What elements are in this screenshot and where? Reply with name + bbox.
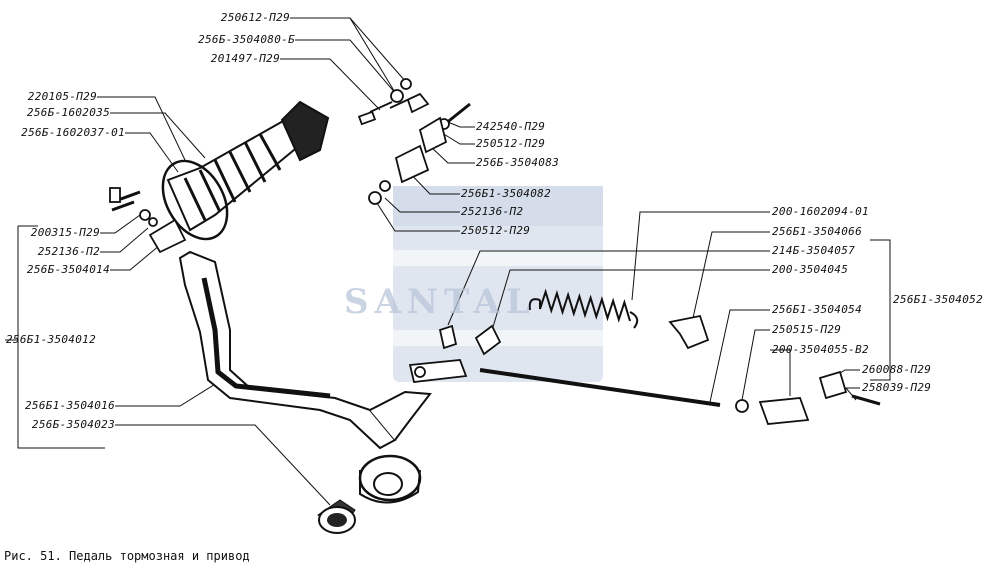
label-250515-p29: 250515-П29: [772, 323, 842, 336]
top-hardware: [357, 78, 471, 205]
label-200-1602094-01: 200-1602094-01: [772, 205, 869, 218]
label-256b1-3504082: 256Б1-3504082: [461, 187, 551, 200]
label-252136-p2-a: 252136-П2: [37, 245, 100, 258]
brake-pedal-lever: [178, 250, 432, 504]
label-256b1-3504066: 256Б1-3504066: [772, 225, 862, 238]
label-256b1-3504012: 256Б1-3504012: [6, 333, 96, 346]
label-242540-p29: 242540-П29: [476, 120, 546, 133]
label-256b1-3504052: 256Б1-3504052: [893, 293, 983, 306]
label-250612-p29: 250612-П29: [220, 11, 290, 24]
label-201497-p29: 201497-П29: [210, 52, 280, 65]
label-256b-1602037-01: 256Б-1602037-01: [21, 126, 125, 139]
bolts-left: [109, 187, 187, 254]
label-200-3504045: 200-3504045: [772, 263, 849, 276]
watermark-text: SANTAL: [344, 282, 536, 322]
label-258039-p29: 258039-П29: [862, 381, 932, 394]
return-spring: [528, 288, 639, 329]
pedal-pad: [280, 100, 330, 162]
label-200315-p29: 200315-П29: [30, 226, 100, 239]
label-260088-p29: 260088-П29: [862, 363, 932, 376]
label-252136-p2-b: 252136-П2: [461, 205, 524, 218]
label-200-3504055-v2: 200-3504055-В2: [772, 343, 869, 356]
figure-caption: Рис. 51. Педаль тормозная и привод: [4, 549, 250, 563]
label-256b1-3504054: 256Б1-3504054: [772, 303, 862, 316]
label-256b-3504080-b: 256Б-3504080-Б: [198, 33, 295, 46]
label-250512-p29-a: 250512-П29: [476, 137, 546, 150]
label-256b-1602035: 256Б-1602035: [26, 106, 110, 119]
bushing: [317, 499, 356, 534]
label-256b-3504083: 256Б-3504083: [476, 156, 560, 169]
label-250512-p29-b: 250512-П29: [461, 224, 531, 237]
label-214b-3504057: 214Б-3504057: [772, 244, 856, 257]
linkage-parts: [408, 314, 881, 425]
label-220105-p29: 220105-П29: [27, 90, 97, 103]
label-256b-3504014: 256Б-3504014: [26, 263, 110, 276]
label-256b-3504023: 256Б-3504023: [31, 418, 115, 431]
label-256b1-3504016: 256Б1-3504016: [25, 399, 115, 412]
